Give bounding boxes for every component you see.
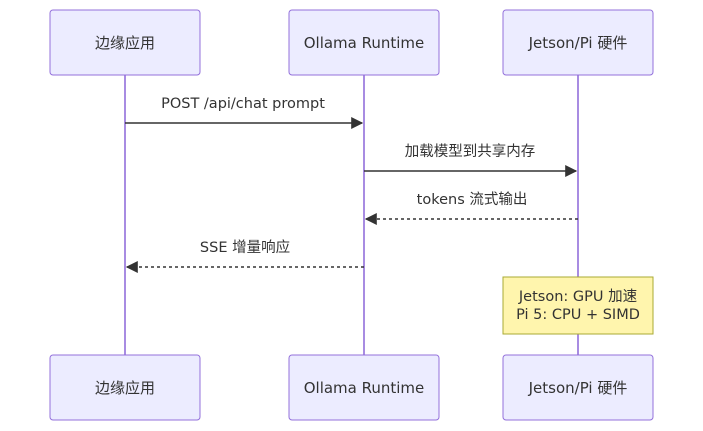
note-hardware-acceleration: Jetson: GPU 加速 Pi 5: CPU + SIMD <box>502 276 654 335</box>
actor-jetson-pi-hardware-top: Jetson/Pi 硬件 <box>502 9 654 76</box>
message-sse-response: SSE 增量响应 <box>125 238 364 273</box>
note-line: Jetson: GPU 加速 <box>518 288 637 305</box>
message-label: SSE 增量响应 <box>200 238 290 256</box>
message-label: tokens 流式输出 <box>417 191 528 208</box>
actor-ollama-runtime-bottom: Ollama Runtime <box>288 354 440 421</box>
actor-edge-app-top: 边缘应用 <box>49 9 201 76</box>
actor-label: Jetson/Pi 硬件 <box>528 34 628 52</box>
actor-label: Ollama Runtime <box>304 34 425 52</box>
actor-label: 边缘应用 <box>95 379 155 397</box>
actor-label: 边缘应用 <box>95 34 155 52</box>
actor-jetson-pi-hardware-bottom: Jetson/Pi 硬件 <box>502 354 654 421</box>
message-label: POST /api/chat prompt <box>161 96 325 112</box>
actor-label: Jetson/Pi 硬件 <box>528 379 628 397</box>
message-tokens-stream: tokens 流式输出 <box>364 191 578 225</box>
message-post-api-chat: POST /api/chat prompt <box>125 96 364 129</box>
actor-edge-app-bottom: 边缘应用 <box>49 354 201 421</box>
message-label: 加载模型到共享内存 <box>405 143 536 160</box>
actor-label: Ollama Runtime <box>304 379 425 397</box>
message-load-model: 加载模型到共享内存 <box>364 143 578 177</box>
note-line: Pi 5: CPU + SIMD <box>516 307 640 323</box>
actor-ollama-runtime-top: Ollama Runtime <box>288 9 440 76</box>
